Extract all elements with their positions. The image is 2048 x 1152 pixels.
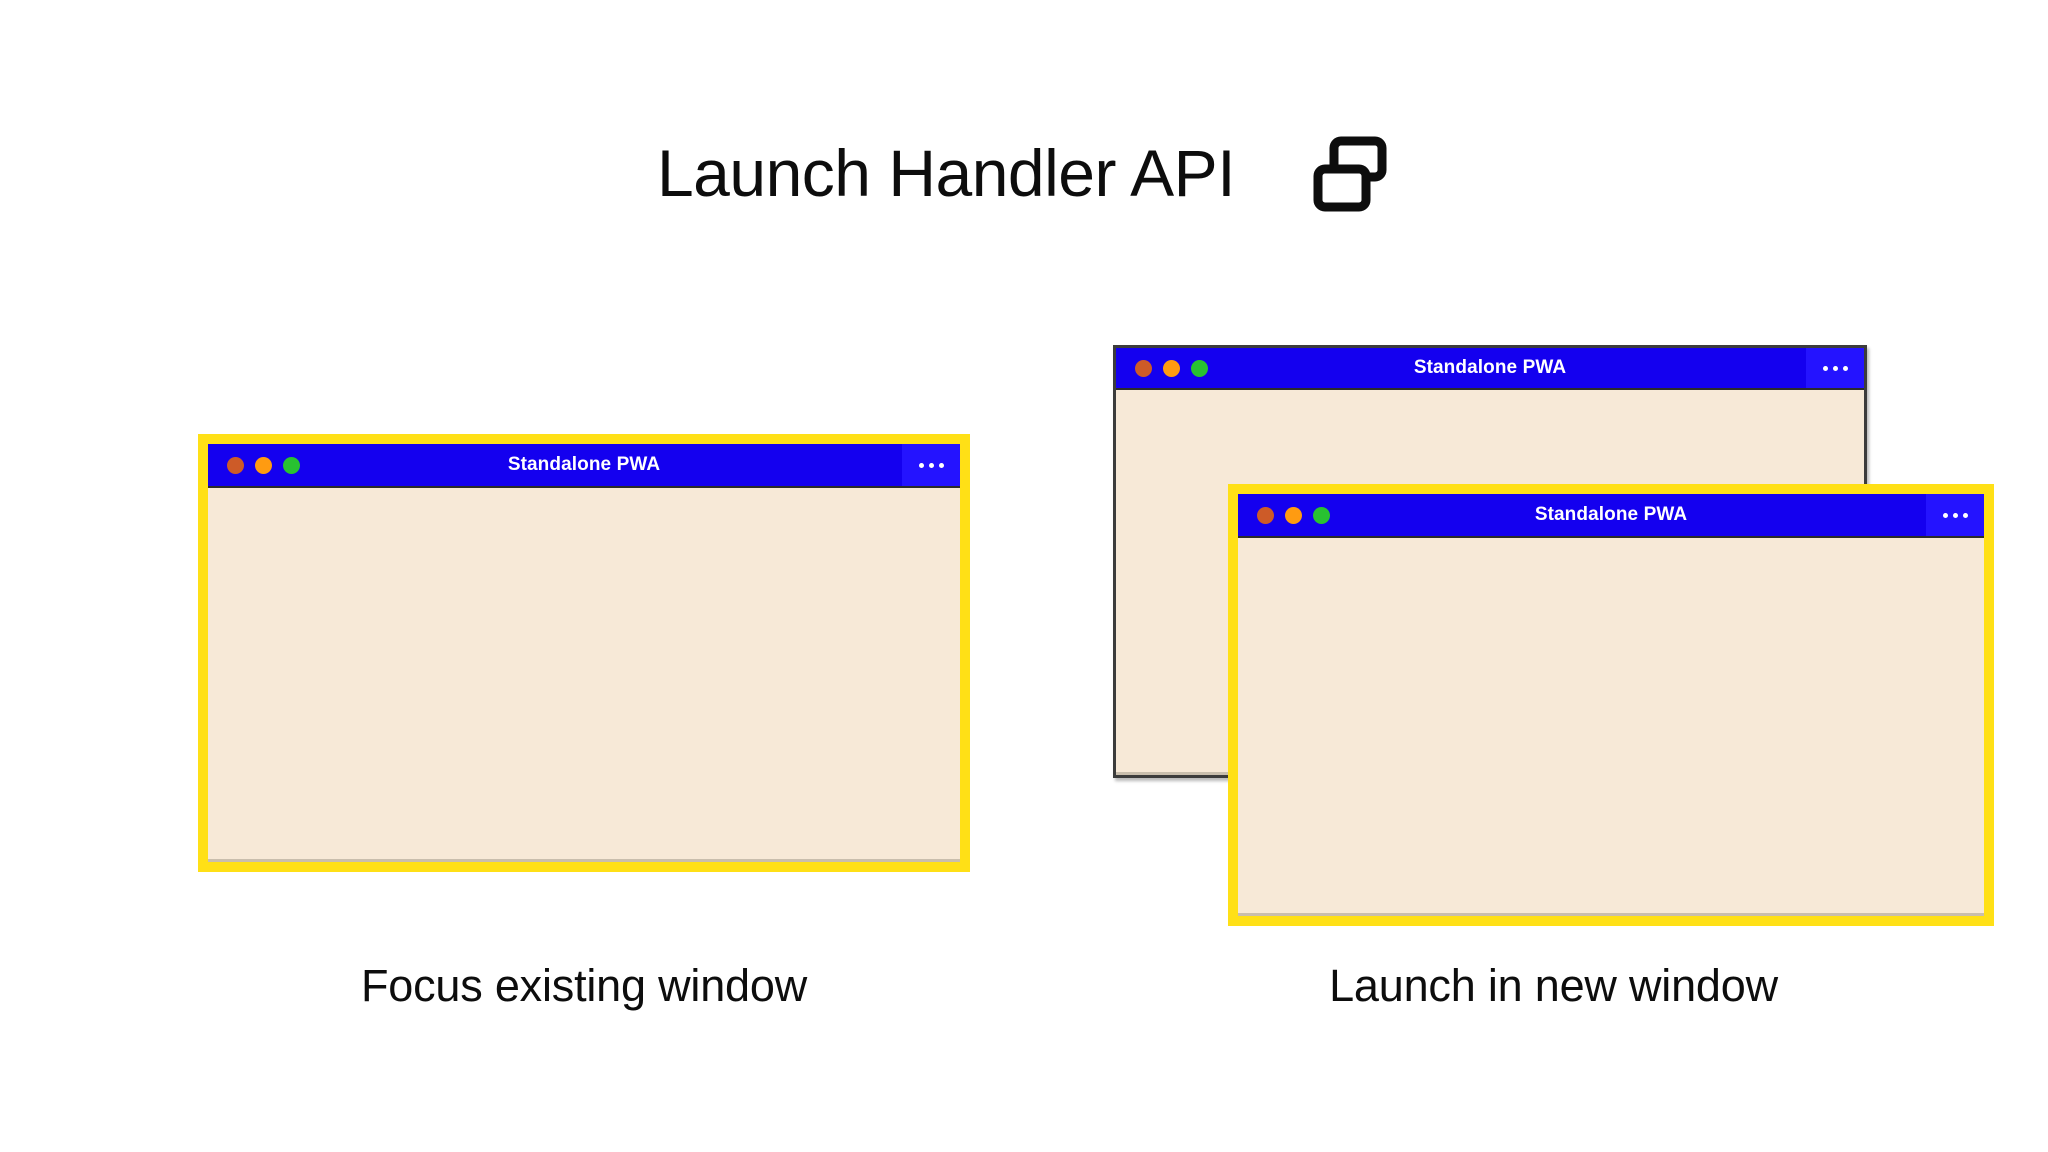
close-dot-icon[interactable]	[227, 456, 244, 474]
window-titlebar[interactable]: Standalone PWA	[1116, 348, 1864, 390]
maximize-dot-icon[interactable]	[1191, 359, 1208, 377]
overflow-menu-icon[interactable]	[1806, 348, 1864, 388]
menu-dot-3	[1842, 365, 1848, 371]
maximize-dot-icon[interactable]	[1313, 506, 1330, 524]
menu-dot-2	[928, 462, 934, 468]
caption-launch-in-new-window: Launch in new window	[1329, 960, 1778, 1011]
menu-dot-2	[1952, 512, 1958, 518]
menu-dot-3	[938, 462, 944, 468]
menu-dot-1	[918, 462, 924, 468]
minimize-dot-icon[interactable]	[255, 456, 272, 474]
window-title: Standalone PWA	[507, 454, 661, 475]
window-content-area	[208, 488, 960, 862]
window-inner: Standalone PWA	[208, 444, 960, 862]
traffic-light-controls[interactable]	[1257, 506, 1330, 524]
minimize-dot-icon[interactable]	[1163, 359, 1180, 377]
close-dot-icon[interactable]	[1257, 506, 1274, 524]
window-titlebar[interactable]: Standalone PWA	[1238, 494, 1984, 538]
menu-dot-3	[1962, 512, 1968, 518]
window-title: Standalone PWA	[1534, 504, 1688, 525]
window-titlebar[interactable]: Standalone PWA	[208, 444, 960, 488]
menu-dot-1	[1822, 365, 1828, 371]
traffic-light-controls[interactable]	[1135, 359, 1208, 377]
two-windows-icon	[1309, 132, 1391, 214]
minimize-dot-icon[interactable]	[1285, 506, 1302, 524]
page-header: Launch Handler API	[0, 118, 2048, 228]
maximize-dot-icon[interactable]	[283, 456, 300, 474]
menu-dot-1	[1942, 512, 1948, 518]
window-focus-existing[interactable]: Standalone PWA	[198, 434, 970, 872]
window-new-front[interactable]: Standalone PWA	[1228, 484, 1994, 926]
overflow-menu-icon[interactable]	[902, 444, 960, 486]
window-title: Standalone PWA	[1413, 357, 1567, 378]
traffic-light-controls[interactable]	[227, 456, 300, 474]
menu-dot-2	[1832, 365, 1838, 371]
overflow-menu-icon[interactable]	[1926, 494, 1984, 536]
window-inner: Standalone PWA	[1238, 494, 1984, 916]
caption-focus-existing-window: Focus existing window	[361, 960, 807, 1011]
window-content-area	[1238, 538, 1984, 916]
page-title: Launch Handler API	[656, 136, 1236, 210]
close-dot-icon[interactable]	[1135, 359, 1152, 377]
